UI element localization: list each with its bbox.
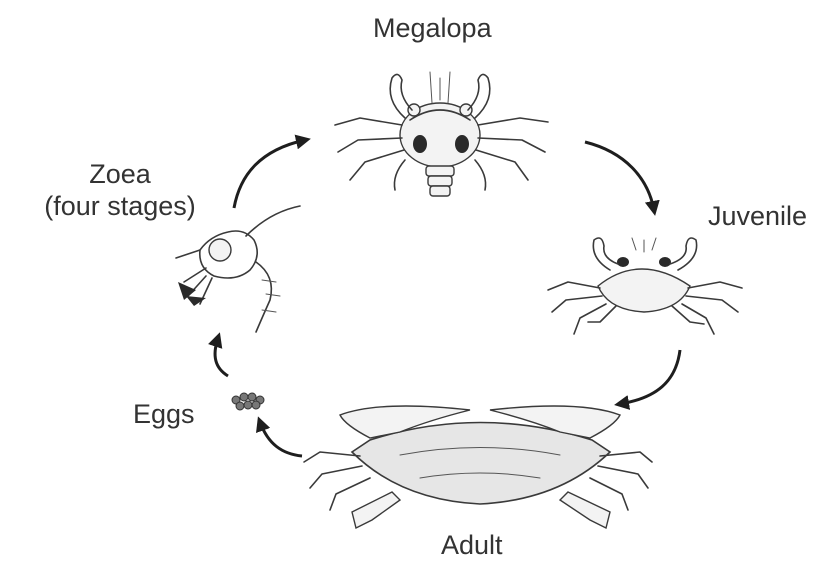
juvenile-illustration xyxy=(548,238,742,334)
arrow-megalopa-to-juvenile xyxy=(585,142,654,210)
arrow-eggs-to-zoea xyxy=(215,338,228,376)
arrow-juvenile-to-adult xyxy=(620,350,680,404)
eggs-illustration xyxy=(232,393,264,410)
megalopa-illustration xyxy=(335,72,548,196)
arrow-adult-to-eggs xyxy=(260,422,302,456)
adult-illustration xyxy=(304,406,652,528)
arrow-zoea-to-megalopa xyxy=(234,140,305,208)
zoea-illustration xyxy=(176,206,300,332)
